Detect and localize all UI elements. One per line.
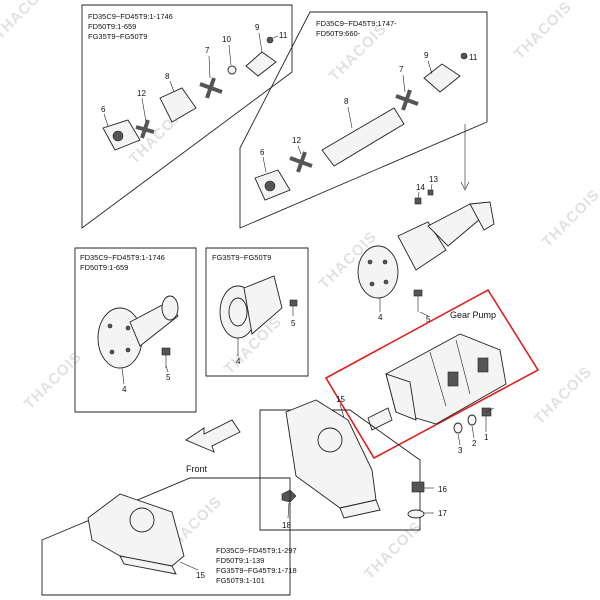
callout-4: 4 [236, 357, 241, 366]
pump-bracket-part [285, 399, 377, 509]
watermark: THACOIS [21, 348, 86, 413]
callout-3: 3 [458, 446, 463, 455]
universal-joint-cross-part [199, 77, 223, 99]
callout-12: 12 [137, 89, 146, 98]
propeller-shaft-part [321, 107, 405, 167]
callout-15: 15 [336, 395, 345, 404]
callout-5: 5 [291, 319, 296, 328]
front-direction: Front [185, 419, 241, 474]
nipple-part [427, 189, 434, 196]
front-label: Front [186, 464, 208, 474]
flange-yoke-part [245, 51, 277, 77]
coupling-flange-part [97, 307, 143, 369]
callout-10: 10 [222, 35, 231, 44]
panel-bottom: 15 FD35C9~FD45T9:1-297 FD50T9:1-139 FG35… [41, 477, 297, 596]
watermark: THACOIS [361, 518, 426, 583]
callout-15: 15 [196, 571, 205, 580]
callout-8: 8 [165, 72, 170, 81]
callout-11: 11 [279, 31, 288, 40]
callout-5: 5 [426, 315, 431, 324]
callout-7: 7 [205, 46, 210, 55]
callout-6: 6 [101, 105, 106, 114]
nut-part [281, 489, 297, 503]
callout-2: 2 [472, 439, 477, 448]
callout-9: 9 [424, 51, 429, 60]
grease-nipple-part [266, 36, 274, 44]
flange-yoke-assembly-part [397, 221, 447, 271]
panel-top-right-line-2: FD50T9:660- [316, 29, 361, 38]
flange-yoke-part [423, 63, 461, 93]
panel-mid-left-line-2: FD50T9:1-659 [80, 263, 128, 272]
callout-9: 9 [255, 23, 260, 32]
washer-part [407, 509, 425, 519]
callout-13: 13 [429, 175, 438, 184]
callout-17: 17 [438, 509, 447, 518]
panel-top-left: FD35C9~FD45T9:1-1746 FD50T9:1-659 FG35T9… [81, 4, 293, 229]
slip-yoke-part [159, 87, 197, 123]
panel-top-left-line-3: FG35T9~FG50T9 [88, 32, 147, 41]
watermark: THACOIS [511, 0, 576, 63]
callout-6: 6 [260, 148, 265, 157]
callout-11: 11 [469, 53, 478, 62]
universal-joint-cross-part [135, 119, 155, 139]
watermark: THACOIS [531, 363, 596, 428]
callout-14: 14 [416, 183, 425, 192]
bolt-part [289, 299, 298, 307]
panel-mid-left-line-1: FD35C9~FD45T9:1-1746 [80, 253, 165, 262]
panel-top-right-line-1: FD35C9~FD45T9:1747- [316, 19, 397, 28]
coupling-flange-part [357, 245, 399, 299]
callout-8: 8 [344, 97, 349, 106]
panel-bottom-line-1: FD35C9~FD45T9:1-297 [216, 546, 297, 555]
panel-bottom-line-2: FD50T9:1-139 [216, 556, 264, 565]
panel-top-right: FD35C9~FD45T9:1747- FD50T9:660- 6 12 8 7… [239, 11, 488, 229]
mid-assembly: 14 13 4 5 [357, 175, 495, 324]
callout-12: 12 [292, 136, 301, 145]
bolt-part [161, 347, 171, 356]
washer-part [453, 422, 463, 434]
callout-5: 5 [166, 373, 171, 382]
panel-mid-center-line-1: FG35T9~FG50T9 [212, 253, 271, 262]
grease-nipple-part [460, 52, 468, 60]
panel-bottom-line-3: FG35T9~FG45T9:1-718 [216, 566, 297, 575]
gear-pump-highlight-box [324, 288, 540, 460]
callout-18: 18 [282, 521, 291, 530]
front-arrow-icon [185, 419, 241, 453]
bolt-part [414, 197, 422, 205]
pump-shaft-part [367, 407, 393, 431]
panel-mid-left: FD35C9~FD45T9:1-1746 FD50T9:1-659 4 5 [74, 247, 197, 413]
watermark: THACOIS [0, 0, 56, 43]
callout-7: 7 [399, 65, 404, 74]
circlip-part [227, 65, 237, 75]
watermark-group: THACOIS THACOIS THACOIS THACOIS THACOIS … [0, 0, 600, 583]
callout-4: 4 [122, 385, 127, 394]
panel-top-left-line-1: FD35C9~FD45T9:1-1746 [88, 12, 173, 21]
lower-bracket-area: 15 16 17 18 [259, 395, 447, 531]
callout-16: 16 [438, 485, 447, 494]
gear-pump-assembly: Gear Pump 3 2 1 [324, 288, 540, 460]
spring-washer-part [467, 414, 477, 426]
bolt-part [411, 481, 425, 493]
panel-mid-center: FG35T9~FG50T9 5 4 [205, 247, 309, 377]
watermark: THACOIS [539, 186, 600, 251]
callout-4: 4 [378, 313, 383, 322]
universal-joint-cross-part [395, 89, 419, 111]
panel-bottom-line-4: FG50T9:1-101 [216, 576, 265, 585]
bolt-part [413, 289, 423, 297]
panel-top-left-line-2: FD50T9:1-659 [88, 22, 136, 31]
gear-pump-label: Gear Pump [450, 310, 496, 320]
universal-joint-cross-part [289, 151, 313, 173]
callout-1: 1 [484, 433, 489, 442]
